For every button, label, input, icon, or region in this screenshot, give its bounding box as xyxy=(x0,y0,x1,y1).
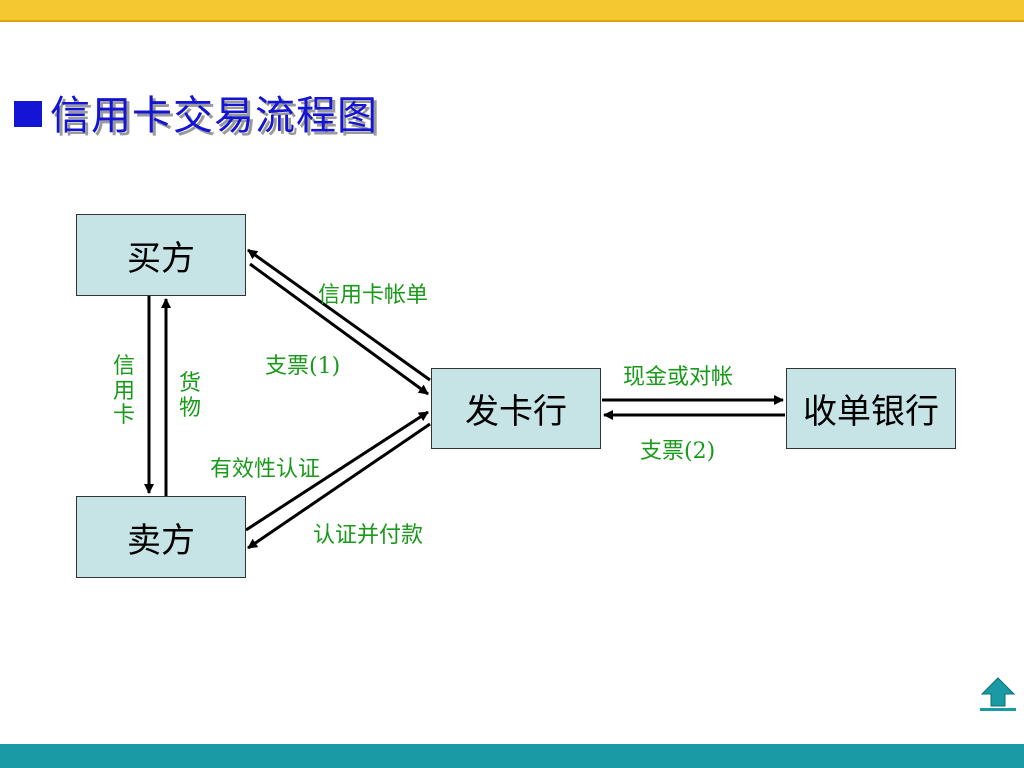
home-button[interactable] xyxy=(978,676,1018,712)
label-credit-card-vertical: 信用卡 xyxy=(112,354,135,429)
label-check-1: 支票(1) xyxy=(265,354,341,379)
label-check-2: 支票(2) xyxy=(640,439,716,464)
label-validity-auth: 有效性认证 xyxy=(210,457,321,482)
page-title-text: 信用卡交易流程图 xyxy=(50,93,378,139)
bottom-decor-bar xyxy=(0,744,1024,768)
square-bullet-icon xyxy=(14,101,42,127)
label-credit-card-bill: 信用卡帐单 xyxy=(318,283,429,308)
node-issuer: 发卡行 xyxy=(431,368,601,449)
label-auth-and-pay: 认证并付款 xyxy=(313,523,424,548)
arrow-seller-to-issuer xyxy=(245,410,429,532)
arrow-buyer-to-issuer xyxy=(249,262,429,396)
top-decor-bar xyxy=(0,0,1024,22)
label-cash-or-reconcile: 现金或对帐 xyxy=(623,365,734,390)
page-title: 信用卡交易流程图 xyxy=(14,86,378,139)
arrow-issuer-to-buyer xyxy=(247,248,431,382)
home-up-arrow-icon xyxy=(980,677,1016,711)
node-acquirer: 收单银行 xyxy=(786,368,956,449)
arrow-issuer-to-seller xyxy=(247,422,431,550)
label-goods-vertical: 货物 xyxy=(178,371,201,421)
node-seller: 卖方 xyxy=(76,496,246,578)
node-buyer: 买方 xyxy=(76,214,246,296)
